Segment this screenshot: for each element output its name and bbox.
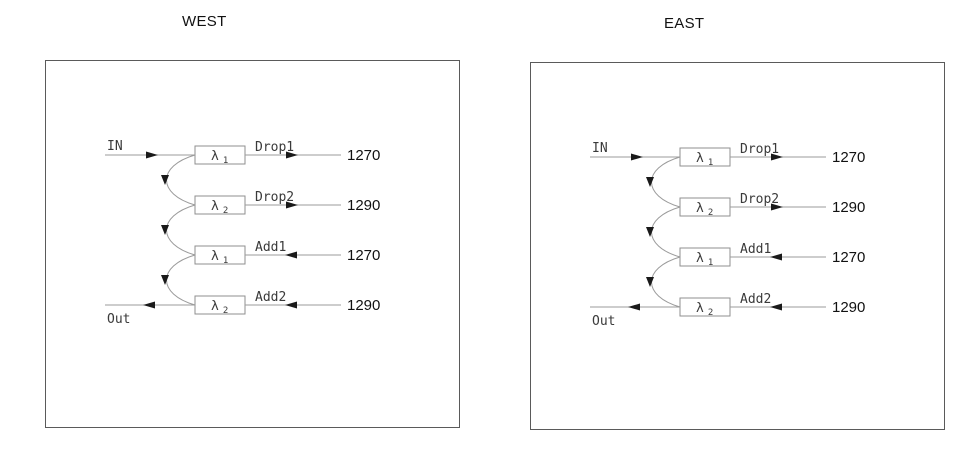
wavelength-label: 1290 — [832, 299, 865, 316]
arrow-down-icon — [646, 227, 654, 237]
port-label: Add2 — [255, 290, 286, 305]
port-label: Add1 — [740, 242, 771, 257]
port-label: Drop1 — [740, 142, 779, 157]
wavelength-label: 1290 — [832, 199, 865, 216]
port-label: Add2 — [740, 292, 771, 307]
lambda-box — [679, 297, 731, 317]
arrow-right-icon — [286, 151, 298, 159]
port-label: Drop2 — [255, 190, 294, 205]
coupler-curve — [166, 154, 196, 206]
coupler-curve — [651, 156, 681, 208]
arrow-down-icon — [161, 275, 169, 285]
out-label: Out — [107, 312, 130, 327]
arrow-left-icon — [770, 303, 782, 311]
port-label: Drop2 — [740, 192, 779, 207]
arrow-left-icon — [143, 301, 155, 309]
arrow-left-icon — [628, 303, 640, 311]
lambda-subscript: 2 — [708, 208, 713, 218]
lambda-symbol: λ — [696, 301, 704, 316]
lambda-box — [194, 195, 246, 215]
arrow-down-icon — [646, 277, 654, 287]
lambda-box — [194, 245, 246, 265]
lambda-symbol: λ — [696, 201, 704, 216]
arrow-left-icon — [285, 251, 297, 259]
wavelength-label: 1270 — [832, 149, 865, 166]
coupler-curve — [166, 254, 196, 306]
lambda-box — [194, 145, 246, 165]
lambda-subscript: 1 — [708, 258, 713, 268]
lambda-symbol: λ — [211, 149, 219, 164]
in-label: IN — [107, 139, 123, 154]
port-label: Drop1 — [255, 140, 294, 155]
lambda-box — [679, 247, 731, 267]
wavelength-label: 1270 — [347, 247, 380, 264]
arrow-right-icon — [771, 203, 783, 211]
wavelength-label: 1290 — [347, 297, 380, 314]
lambda-subscript: 2 — [223, 306, 228, 316]
lambda-symbol: λ — [696, 251, 704, 266]
in-label: IN — [592, 141, 608, 156]
out-label: Out — [592, 314, 615, 329]
wavelength-label: 1270 — [832, 249, 865, 266]
arrow-down-icon — [161, 225, 169, 235]
lambda-symbol: λ — [211, 299, 219, 314]
arrow-right-icon — [631, 153, 643, 161]
lambda-box — [679, 197, 731, 217]
west-title: WEST — [182, 13, 227, 30]
lambda-subscript: 2 — [708, 308, 713, 318]
coupler-curve — [651, 256, 681, 308]
wavelength-label: 1270 — [347, 147, 380, 164]
panel-border — [45, 60, 460, 428]
lambda-symbol: λ — [211, 199, 219, 214]
port-label: Add1 — [255, 240, 286, 255]
arrow-left-icon — [285, 301, 297, 309]
arrow-down-icon — [161, 175, 169, 185]
arrow-right-icon — [286, 201, 298, 209]
lambda-subscript: 1 — [223, 256, 228, 266]
lambda-box — [194, 295, 246, 315]
lambda-box — [679, 147, 731, 167]
coupler-curve — [166, 204, 196, 256]
panel-border — [530, 62, 945, 430]
lambda-subscript: 1 — [708, 158, 713, 168]
wavelength-label: 1290 — [347, 197, 380, 214]
arrow-right-icon — [771, 153, 783, 161]
east-title: EAST — [664, 15, 705, 32]
arrow-left-icon — [770, 253, 782, 261]
arrow-down-icon — [646, 177, 654, 187]
lambda-subscript: 1 — [223, 156, 228, 166]
arrow-right-icon — [146, 151, 158, 159]
coupler-curve — [651, 206, 681, 258]
lambda-subscript: 2 — [223, 206, 228, 216]
lambda-symbol: λ — [696, 151, 704, 166]
lambda-symbol: λ — [211, 249, 219, 264]
